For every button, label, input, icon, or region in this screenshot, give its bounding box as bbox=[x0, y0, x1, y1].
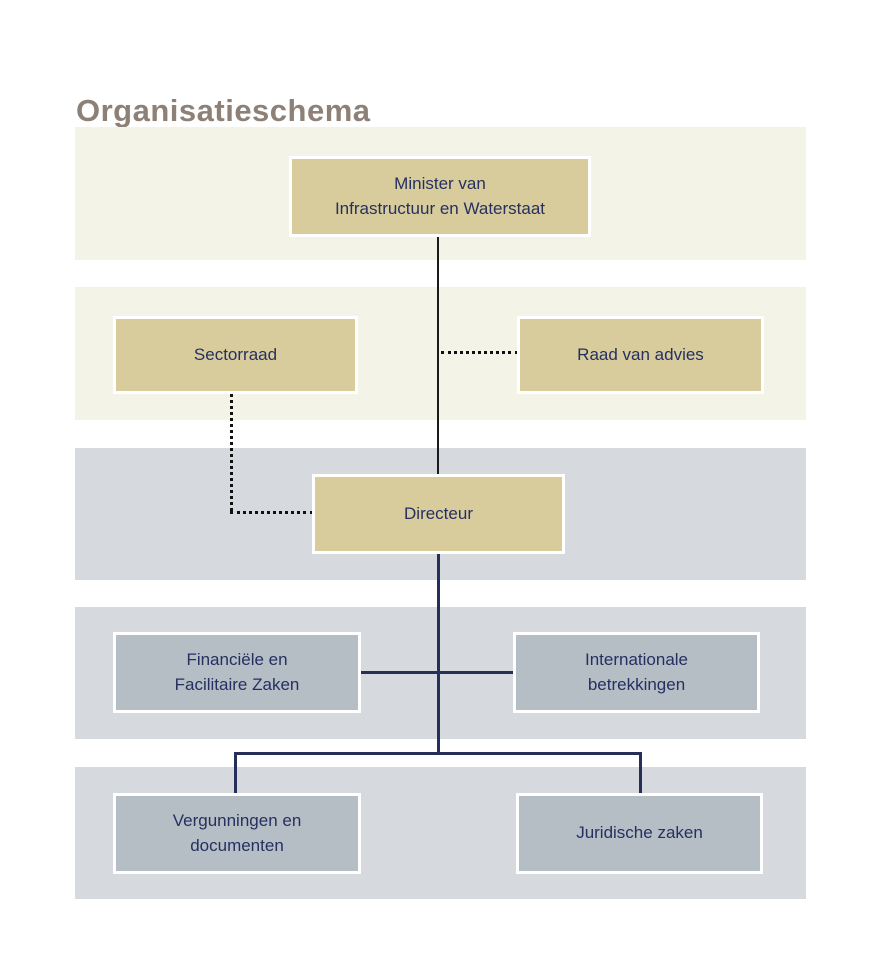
org-node-sectorraad: Sectorraad bbox=[113, 316, 358, 394]
org-node-raad-van-advies: Raad van advies bbox=[517, 316, 764, 394]
org-node-minister: Minister van Infrastructuur en Waterstaa… bbox=[289, 156, 591, 237]
connector-operations-crossbar bbox=[234, 752, 642, 755]
org-node-directeur: Directeur bbox=[312, 474, 565, 554]
dotted-line-raad-van-advies bbox=[441, 351, 518, 354]
connector-directeur-down bbox=[437, 554, 440, 755]
org-node-financiele-en-facilitaire-zaken: Financiële en Facilitaire Zaken bbox=[113, 632, 361, 713]
connector-minister-directeur bbox=[437, 237, 439, 474]
org-node-vergunningen-en-documenten: Vergunningen en documenten bbox=[113, 793, 361, 874]
org-node-juridische-zaken: Juridische zaken bbox=[516, 793, 763, 874]
org-node-internationale-betrekkingen: Internationale betrekkingen bbox=[513, 632, 760, 713]
connector-stub-juridische bbox=[639, 752, 642, 794]
page-title: Organisatieschema bbox=[76, 92, 371, 128]
dotted-line-sectorraad-horizontal bbox=[230, 511, 313, 514]
connector-stub-vergunningen bbox=[234, 752, 237, 794]
dotted-line-sectorraad-vertical bbox=[230, 394, 233, 511]
connector-staff-crossbar bbox=[361, 671, 514, 674]
